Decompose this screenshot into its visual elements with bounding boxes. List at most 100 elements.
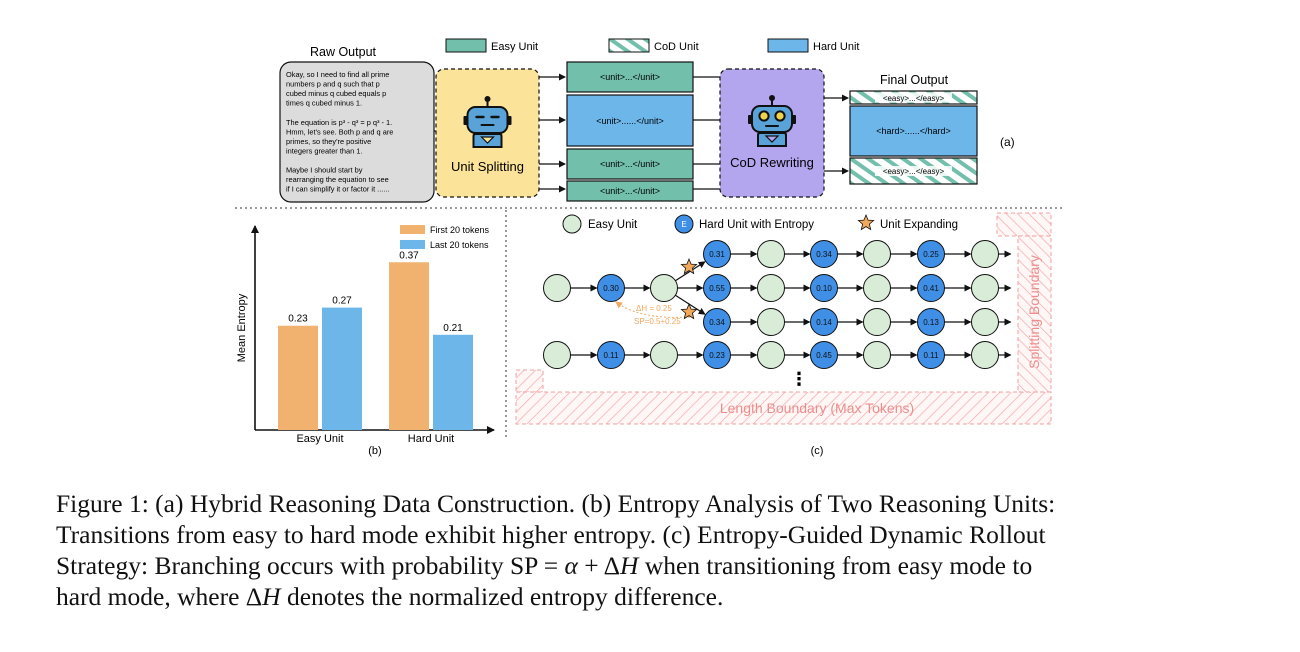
easy-node bbox=[971, 341, 999, 369]
unit-splitting-label: Unit Splitting bbox=[451, 159, 524, 174]
raw-output-line: times q cubed minus 1. bbox=[286, 99, 362, 108]
cod-rewriting-label: CoD Rewriting bbox=[730, 155, 814, 170]
caption-line-3e: when transitioning from easy mode to bbox=[638, 551, 1033, 580]
split-unit-1: <unit>...</unit> bbox=[566, 61, 694, 93]
caption-line-3c: + Δ bbox=[577, 551, 621, 580]
legend-hard-node-label: Hard Unit with Entropy bbox=[699, 219, 814, 231]
unit-expanding-star-icon bbox=[680, 257, 698, 275]
raw-output-line: The equation is p³ - q³ = p q³ - 1. bbox=[286, 118, 392, 127]
split-unit-4-text: <unit>...</unit> bbox=[600, 186, 660, 196]
hard-node bbox=[703, 274, 731, 302]
category-label-hard: Hard Unit bbox=[408, 433, 454, 445]
node-entropy-label: 0.11 bbox=[604, 351, 620, 360]
splitting-boundary-label: Splitting Boundary bbox=[1026, 255, 1042, 369]
node-entropy-label: 0.13 bbox=[923, 318, 939, 327]
panel-b-chart: Mean Entropy 0.230.270.370.21 First 20 t… bbox=[236, 225, 495, 457]
legend-series-label: First 20 tokens bbox=[430, 225, 490, 235]
node-entropy-label: 0.14 bbox=[816, 318, 832, 327]
raw-output-line: integers greater than 1. bbox=[286, 146, 362, 155]
legend-expand-label: Unit Expanding bbox=[880, 219, 958, 231]
hard-node bbox=[810, 240, 838, 268]
splitting-boundary: Splitting Boundary bbox=[996, 212, 1052, 393]
hard-node bbox=[810, 341, 838, 369]
bar-0-0 bbox=[278, 325, 318, 430]
hard-node bbox=[917, 341, 945, 369]
final-unit-1: <easy>...</easy> bbox=[849, 90, 978, 105]
robot-icon-rewriting bbox=[748, 95, 796, 147]
legend-swatch-0 bbox=[400, 225, 425, 234]
easy-node bbox=[863, 240, 891, 268]
legend-series-label: Last 20 tokens bbox=[430, 240, 489, 250]
node-entropy-label: 0.25 bbox=[923, 250, 939, 259]
caption-line-4a: hard mode, where Δ bbox=[56, 582, 263, 611]
easy-node bbox=[757, 240, 785, 268]
hard-node bbox=[917, 308, 945, 336]
split-unit-1-text: <unit>...</unit> bbox=[600, 72, 660, 82]
node-entropy-label: 0.45 bbox=[816, 351, 832, 360]
caption-alpha: α bbox=[564, 551, 578, 580]
easy-node bbox=[543, 274, 571, 302]
panel-c-label: (c) bbox=[811, 445, 824, 457]
node-entropy-label: 0.34 bbox=[709, 318, 725, 327]
sp-label: SP=0.5+0.25 bbox=[634, 317, 681, 326]
caption-line-4c: denotes the normalized entropy differenc… bbox=[280, 582, 724, 611]
raw-output-line: primes, so they're positive bbox=[286, 137, 371, 146]
unit-expanding-star-icon bbox=[680, 302, 698, 320]
panel-a-label: (a) bbox=[1000, 135, 1015, 149]
hard-node bbox=[810, 274, 838, 302]
panel-c: Length Boundary (Max Tokens) Splitting B… bbox=[515, 212, 1052, 457]
easy-node bbox=[863, 341, 891, 369]
raw-output-title: Raw Output bbox=[310, 45, 377, 59]
hard-node bbox=[703, 308, 731, 336]
legend-top: Easy Unit CoD Unit Hard Unit bbox=[445, 38, 859, 53]
easy-node bbox=[757, 341, 785, 369]
easy-node bbox=[863, 274, 891, 302]
panel-b-label: (b) bbox=[368, 445, 381, 457]
raw-output-line: if I can simplify it or factor it ...... bbox=[286, 185, 390, 194]
easy-node bbox=[863, 308, 891, 336]
node-entropy-label: 0.30 bbox=[603, 284, 619, 293]
legend-easy-label: Easy Unit bbox=[491, 41, 538, 53]
bar-1-0 bbox=[389, 262, 429, 430]
raw-output-line: numbers p and q such that p bbox=[286, 80, 380, 89]
legend-easy-node-label: Easy Unit bbox=[588, 219, 638, 231]
legend-cod-label: CoD Unit bbox=[654, 41, 699, 53]
easy-node bbox=[971, 240, 999, 268]
category-label-easy: Easy Unit bbox=[296, 433, 343, 445]
raw-output-line: Maybe I should start by bbox=[286, 166, 363, 175]
raw-output-line: Okay, so I need to find all prime bbox=[286, 70, 389, 79]
caption-h-2: H bbox=[262, 582, 281, 611]
hard-node bbox=[917, 240, 945, 268]
caption-line-2: Transitions from easy to hard mode exhib… bbox=[56, 520, 1046, 549]
bar-value-label: 0.21 bbox=[443, 323, 463, 334]
split-unit-4: <unit>...</unit> bbox=[566, 180, 694, 202]
raw-output-text: Okay, so I need to find all primenumbers… bbox=[286, 70, 393, 194]
final-unit-3-text: <easy>...</easy> bbox=[883, 167, 945, 176]
length-boundary: Length Boundary (Max Tokens) bbox=[515, 369, 1052, 425]
bar-1-1 bbox=[433, 334, 473, 430]
bar-value-label: 0.23 bbox=[288, 314, 308, 325]
hard-node bbox=[597, 341, 625, 369]
final-unit-1-text: <easy>...</easy> bbox=[883, 94, 945, 103]
caption-line-1: Figure 1: (a) Hybrid Reasoning Data Cons… bbox=[56, 489, 1056, 518]
robot-icon-splitting bbox=[463, 96, 512, 148]
node-entropy-label: 0.10 bbox=[816, 284, 832, 293]
caption-line-3a: Strategy: Branching occurs with probabil… bbox=[56, 551, 565, 580]
figure-caption: Figure 1: (a) Hybrid Reasoning Data Cons… bbox=[56, 488, 1256, 612]
split-unit-2: <unit>......</unit> bbox=[566, 94, 694, 147]
node-entropy-label: 0.41 bbox=[923, 284, 939, 293]
bar-group: 0.230.270.370.21 bbox=[278, 250, 473, 430]
raw-output-line: Hmm, let's see. Both p and q are bbox=[286, 127, 393, 136]
raw-output-line: cubed minus q cubed equals p bbox=[286, 89, 386, 98]
star-icon bbox=[857, 213, 875, 231]
hard-node bbox=[917, 274, 945, 302]
easy-node bbox=[757, 308, 785, 336]
legend-hard-node-glyph: E bbox=[681, 220, 686, 229]
easy-node bbox=[971, 274, 999, 302]
caption-h-1: H bbox=[620, 551, 639, 580]
legend-easy-swatch bbox=[445, 38, 487, 53]
node-entropy-label: 0.55 bbox=[709, 284, 725, 293]
legend-hard-swatch bbox=[767, 38, 809, 53]
split-unit-3-text: <unit>...</unit> bbox=[600, 159, 660, 169]
